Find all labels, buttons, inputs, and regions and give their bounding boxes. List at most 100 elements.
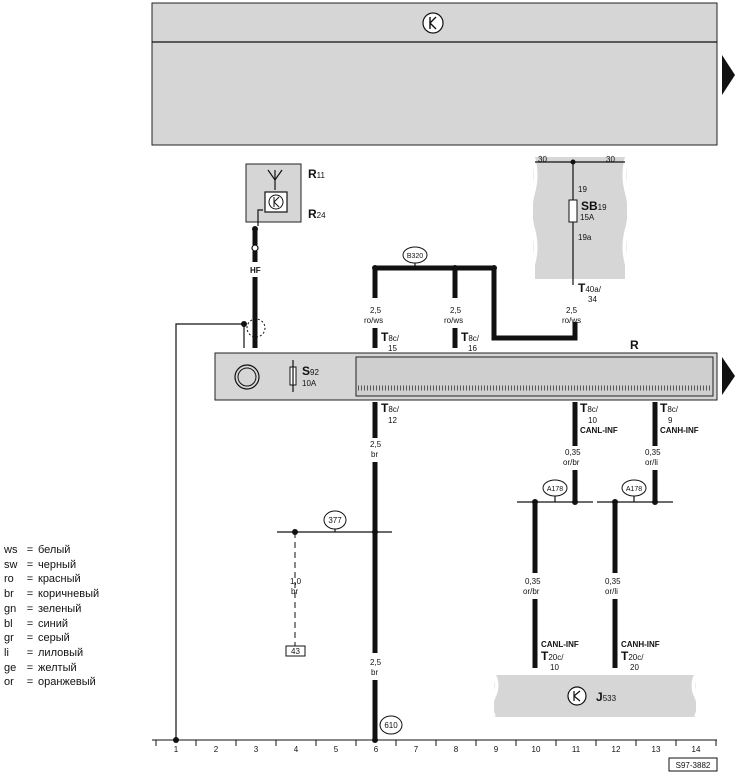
legend-eq: =	[26, 573, 34, 586]
t20c20-signal: CANH-INF	[621, 640, 660, 649]
legend-eq: =	[26, 602, 34, 615]
w-ground2-color: br	[371, 668, 378, 677]
track-number: 7	[414, 745, 419, 754]
legend-code: bl	[4, 617, 13, 630]
w-dashed-color: br	[291, 587, 298, 596]
ref-box-43: 43	[285, 645, 306, 657]
w-b320-1-color: ro/ws	[364, 316, 383, 325]
rail-30-left: 30	[538, 155, 547, 164]
t8c15-label: T8c/	[381, 330, 400, 344]
legend-name: черный	[38, 558, 77, 571]
track-number: 5	[334, 745, 339, 754]
w-b320-2-color: ro/ws	[444, 316, 463, 325]
legend-name: красный	[38, 573, 81, 586]
a178-node-2: A178	[621, 479, 647, 497]
t20c10-label: T20c/	[541, 649, 564, 663]
s92-rating: 10A	[302, 379, 317, 388]
t8c9-signal: CANH-INF	[660, 426, 699, 435]
legend-name: синий	[38, 617, 69, 630]
track-number: 11	[572, 745, 581, 754]
r-label: R	[630, 338, 639, 352]
sb19-pin-out: 19a	[578, 233, 592, 242]
track-number: 10	[532, 745, 541, 754]
r24-label: R24	[308, 207, 326, 221]
legend-eq: =	[26, 661, 34, 674]
radio-knob-icon	[234, 364, 260, 390]
t8c12-label: T8c/	[381, 401, 400, 415]
w-b320-1-gauge: 2,5	[370, 306, 382, 315]
w-canl-top-gauge: 0,35	[565, 448, 581, 457]
r24-symbol-icon	[268, 194, 284, 210]
w-canl-top-color: or/br	[563, 458, 580, 467]
node-610: 610	[379, 715, 403, 735]
track-number: 9	[494, 745, 499, 754]
fuse-panel-sb	[533, 157, 627, 279]
fuse-sb19-element	[568, 199, 578, 223]
legend-eq: =	[26, 617, 34, 630]
node-377: 377	[323, 510, 347, 530]
legend-row: sw=черный	[4, 558, 99, 573]
legend-row: br=коричневый	[4, 587, 99, 602]
legend-name: коричневый	[38, 588, 100, 601]
legend-name: серый	[38, 632, 70, 645]
legend-name: оранжевый	[38, 676, 96, 689]
sb19-rating: 15A	[580, 213, 595, 222]
track-number: 4	[294, 745, 299, 754]
gateway-j533	[494, 675, 696, 717]
track-number: 6	[374, 745, 379, 754]
sb19-label: SB19	[581, 199, 607, 213]
t8c10-label: T8c/	[580, 401, 599, 415]
track-number: 3	[254, 745, 259, 754]
j533-label: J533	[596, 690, 617, 704]
legend-row: gn = зеленый	[4, 602, 99, 617]
w-canh-top-color: or/li	[645, 458, 658, 467]
legend-code: gn	[4, 602, 17, 615]
track-number: 13	[652, 745, 661, 754]
t8c12-pin: 12	[388, 416, 397, 425]
w-canh-bot-color: or/li	[605, 587, 618, 596]
track-number: 8	[454, 745, 459, 754]
t20c20-label: T20c/	[621, 649, 644, 663]
t8c9-pin: 9	[668, 416, 673, 425]
t8c16-label: T8c/	[461, 330, 480, 344]
legend-name: желтый	[38, 661, 77, 674]
svg-text:377: 377	[328, 516, 342, 525]
track-number: 14	[692, 745, 701, 754]
w-dashed-gauge: 1,0	[290, 577, 302, 586]
diagram-id: S97-3882	[676, 761, 711, 770]
w-canl-bot-color: or/br	[523, 587, 540, 596]
w-ground-color: br	[371, 450, 378, 459]
legend-row: li=лиловый	[4, 646, 99, 661]
w-sb-color: ro/ws	[562, 316, 581, 325]
a178-node-1: A178	[542, 479, 568, 497]
svg-text:43: 43	[291, 647, 300, 656]
track-number: 12	[612, 745, 621, 754]
legend-row: ws=белый	[4, 543, 99, 558]
continuation-arrow-r-icon	[722, 357, 735, 395]
shield-ground-wire	[175, 323, 246, 740]
t20c20-pin: 20	[630, 663, 639, 672]
t8c16-pin: 16	[468, 344, 477, 353]
legend-eq: =	[26, 676, 34, 689]
track-number: 2	[214, 745, 219, 754]
w-sb-gauge: 2,5	[566, 306, 578, 315]
legend-code: li	[4, 646, 9, 659]
t40a-pin: 34	[588, 295, 597, 304]
w-canl-bot-gauge: 0,35	[525, 577, 541, 586]
legend-row: or=оранжевый	[4, 675, 99, 690]
t8c9-label: T8c/	[660, 401, 679, 415]
diagram-id-box	[668, 757, 718, 772]
antenna-icon	[267, 169, 283, 190]
t20c10-signal: CANL-INF	[541, 640, 579, 649]
legend-eq: =	[26, 544, 34, 556]
legend-row: ge=желтый	[4, 661, 99, 676]
legend-eq: =	[26, 646, 34, 659]
gateway-symbol-icon	[567, 686, 587, 706]
legend-code: gr	[4, 632, 14, 645]
legend-row: gr=серый	[4, 631, 99, 646]
legend-name: зеленый	[38, 602, 82, 615]
t8c10-signal: CANL-INF	[580, 426, 618, 435]
svg-text:B320: B320	[407, 253, 423, 260]
